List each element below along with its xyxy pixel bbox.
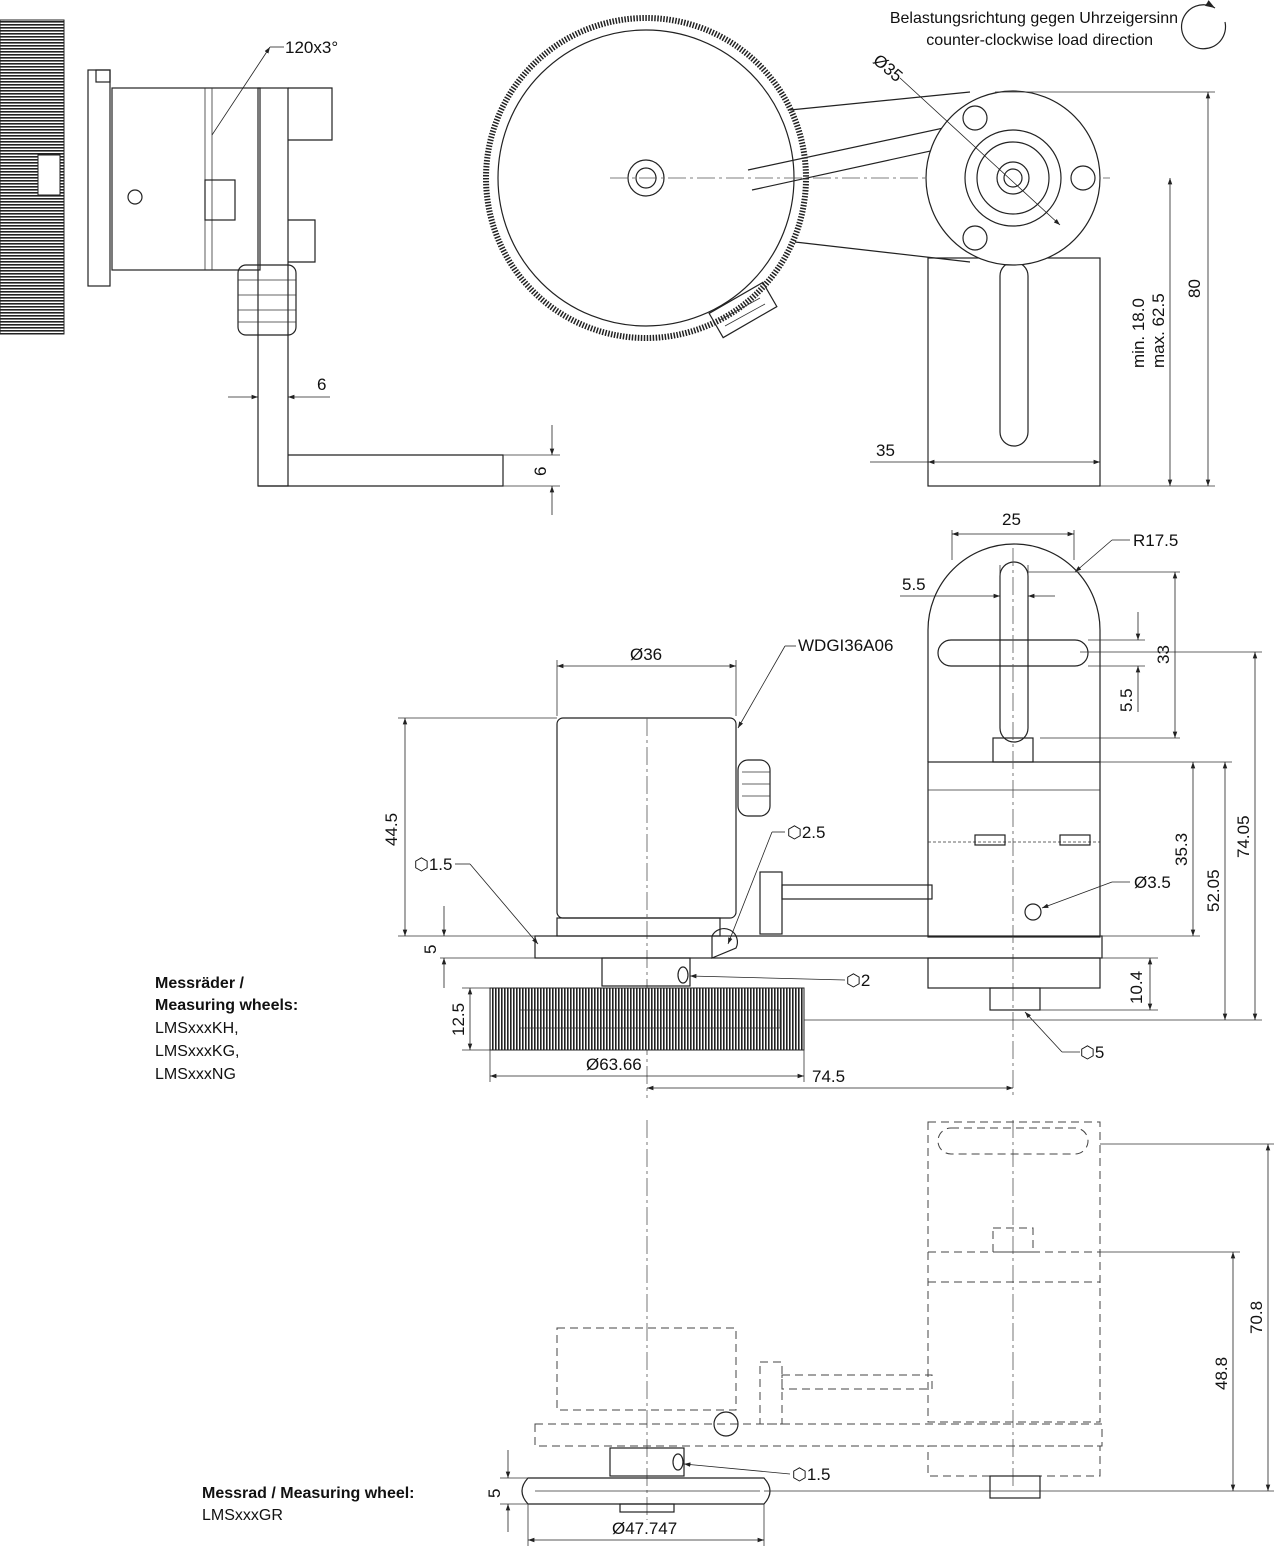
arm-side (759, 871, 783, 935)
wheel-model-3: LMSxxxNG (155, 1066, 236, 1083)
screw-2 (1070, 165, 1096, 191)
dim-48-8: 48.8 (1212, 1357, 1231, 1390)
dia-47-747: Ø47.747 (612, 1519, 677, 1538)
ccw-arrow-icon (1180, 0, 1227, 50)
dim-70-8: 70.8 (1247, 1301, 1266, 1334)
assembly-view-middle: Ø36 WDGI36A06 44.5 5 ⬡1.5 ⬡2.5 ⬡2 12.5 (155, 510, 1262, 1098)
flange-plate (87, 69, 111, 287)
screw-3 (962, 225, 988, 251)
dia-63-66: Ø63.66 (586, 1055, 642, 1074)
dim-5-5-top: 5.5 (902, 575, 926, 594)
dim-6-horizontal: 6 (317, 375, 326, 394)
side-view-top-left: 120x3° 6 6 (0, 19, 560, 515)
clamp-hub (601, 957, 691, 987)
dim-35: 35 (876, 441, 895, 460)
assembly-view-bottom: 70.8 48.8 ⬡1.5 5 Ø47.747 Messrad / Measu… (202, 1120, 1274, 1546)
encoder-body-side (111, 87, 261, 271)
thread-angle-label: 120x3° (285, 38, 338, 57)
bottom-wheel-model: LMSxxxGR (202, 1507, 283, 1524)
dim-5-5-side: 5.5 (1117, 688, 1136, 712)
dim-44-5: 44.5 (382, 813, 401, 846)
bracket-foot (258, 454, 504, 487)
dim-12-5: 12.5 (449, 1003, 468, 1036)
connector-middle (737, 759, 771, 817)
wheel-model-1: LMSxxxKH, (155, 1020, 239, 1037)
bracket-vertical (257, 87, 289, 487)
slot-vertical (999, 561, 1029, 743)
hex-1-5-bottom: ⬡1.5 (792, 1465, 830, 1484)
small-wheel-hub (609, 1447, 685, 1477)
hex-1-5-top: ⬡1.5 (414, 855, 452, 874)
slot (999, 261, 1029, 447)
wheels-title-2: Measuring wheels: (155, 997, 298, 1014)
connector-side (237, 264, 297, 336)
bracket-plate-front (927, 257, 1101, 487)
dim-6-vertical: 6 (531, 467, 550, 476)
encoder-model: WDGI36A06 (798, 636, 893, 655)
front-view-top-right: Belastungsrichtung gegen Uhrzeigersinn c… (483, 0, 1227, 487)
knurled-wheel (489, 987, 805, 1051)
dia-3-5: Ø3.5 (1134, 873, 1171, 892)
dim-35-3: 35.3 (1172, 833, 1191, 866)
connector-front (708, 281, 778, 339)
dia-36-label: Ø36 (630, 645, 662, 664)
hex-2: ⬡2 (846, 971, 870, 990)
slot-max: max. 62.5 (1149, 293, 1168, 368)
bottom-wheel-title: Messrad / Measuring wheel: (202, 1485, 415, 1502)
dia-35-label: Ø35 (869, 51, 906, 86)
wheel-hub-window (37, 154, 61, 196)
dim-5-bottom: 5 (485, 1489, 504, 1498)
dim-74-5: 74.5 (812, 1067, 845, 1086)
load-direction-en: counter-clockwise load direction (926, 32, 1153, 49)
dim-52-05: 52.05 (1204, 869, 1223, 912)
encoder-flange-front (925, 90, 1101, 266)
slot-min: min. 18.0 (1129, 298, 1148, 368)
encoder-body (556, 717, 737, 919)
dim-33: 33 (1154, 645, 1173, 664)
wheel-model-2: LMSxxxKG, (155, 1043, 239, 1060)
dim-74-05: 74.05 (1234, 815, 1253, 858)
arm (789, 91, 971, 263)
wheels-title-1: Messräder / (155, 975, 244, 992)
hex-2-5: ⬡2.5 (787, 823, 825, 842)
hex-5: ⬡5 (1080, 1043, 1104, 1062)
dim-80: 80 (1185, 279, 1204, 298)
dim-10-4: 10.4 (1127, 971, 1146, 1004)
encoder-block-side (927, 761, 1101, 938)
screw-1 (962, 105, 988, 131)
dim-5-top: 5 (421, 945, 440, 954)
bracket-plate-side (927, 543, 1101, 762)
radius-17-5: R17.5 (1133, 531, 1178, 550)
dim-25: 25 (1002, 510, 1021, 529)
load-direction-de: Belastungsrichtung gegen Uhrzeigersinn (890, 10, 1178, 27)
